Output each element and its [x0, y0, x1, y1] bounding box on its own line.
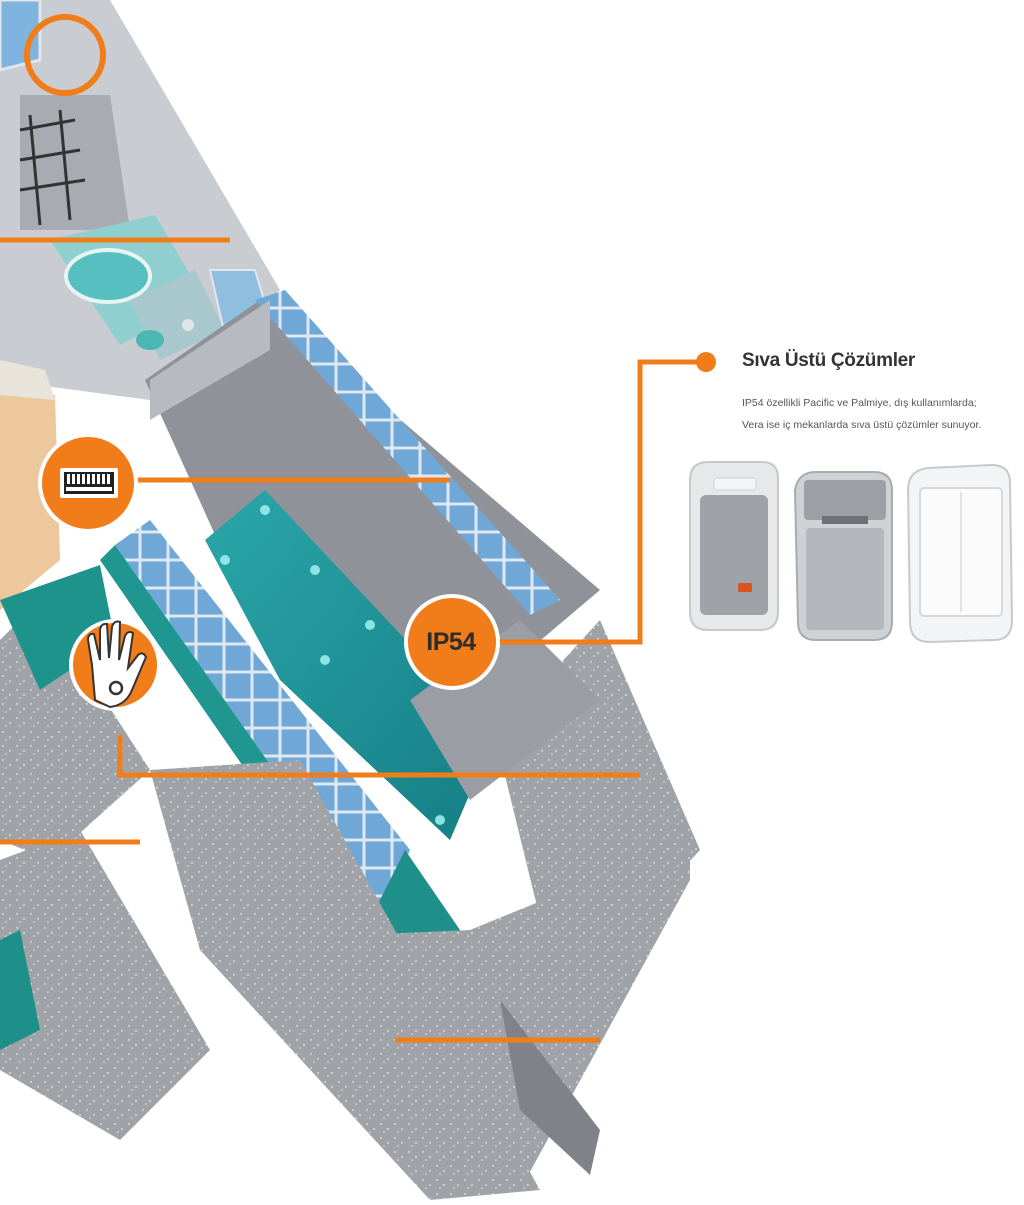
toilet	[136, 330, 164, 350]
rack-furniture	[19, 109, 86, 226]
info-description: IP54 özellikli Pacific ve Palmiye, dış k…	[742, 392, 1022, 436]
badge-hand	[69, 619, 161, 711]
vera-switch	[906, 463, 1014, 644]
keyboard-icon	[60, 468, 118, 498]
badge-ip54-circle	[404, 594, 500, 690]
hand-icon	[86, 620, 148, 709]
upper-rooms	[0, 0, 280, 400]
bathtub	[64, 248, 152, 304]
info-line-1: IP54 özellikli Pacific ve Palmiye, dış k…	[742, 397, 977, 409]
connector-endpoint	[696, 352, 716, 372]
info-title: Sıva Üstü Çözümler	[742, 350, 916, 371]
badge-keyboard	[38, 433, 138, 533]
connector-lines	[0, 237, 705, 1043]
pacific-switch	[689, 461, 779, 631]
badge-top	[24, 14, 106, 96]
palmiye-switch	[793, 471, 893, 641]
pool-water	[205, 490, 495, 840]
wooden-floor	[0, 390, 60, 610]
pool-building	[145, 290, 700, 1000]
product-switches	[689, 461, 1014, 644]
info-line-2: Vera ise iç mekanlarda sıva üstü çözümle…	[742, 419, 982, 431]
